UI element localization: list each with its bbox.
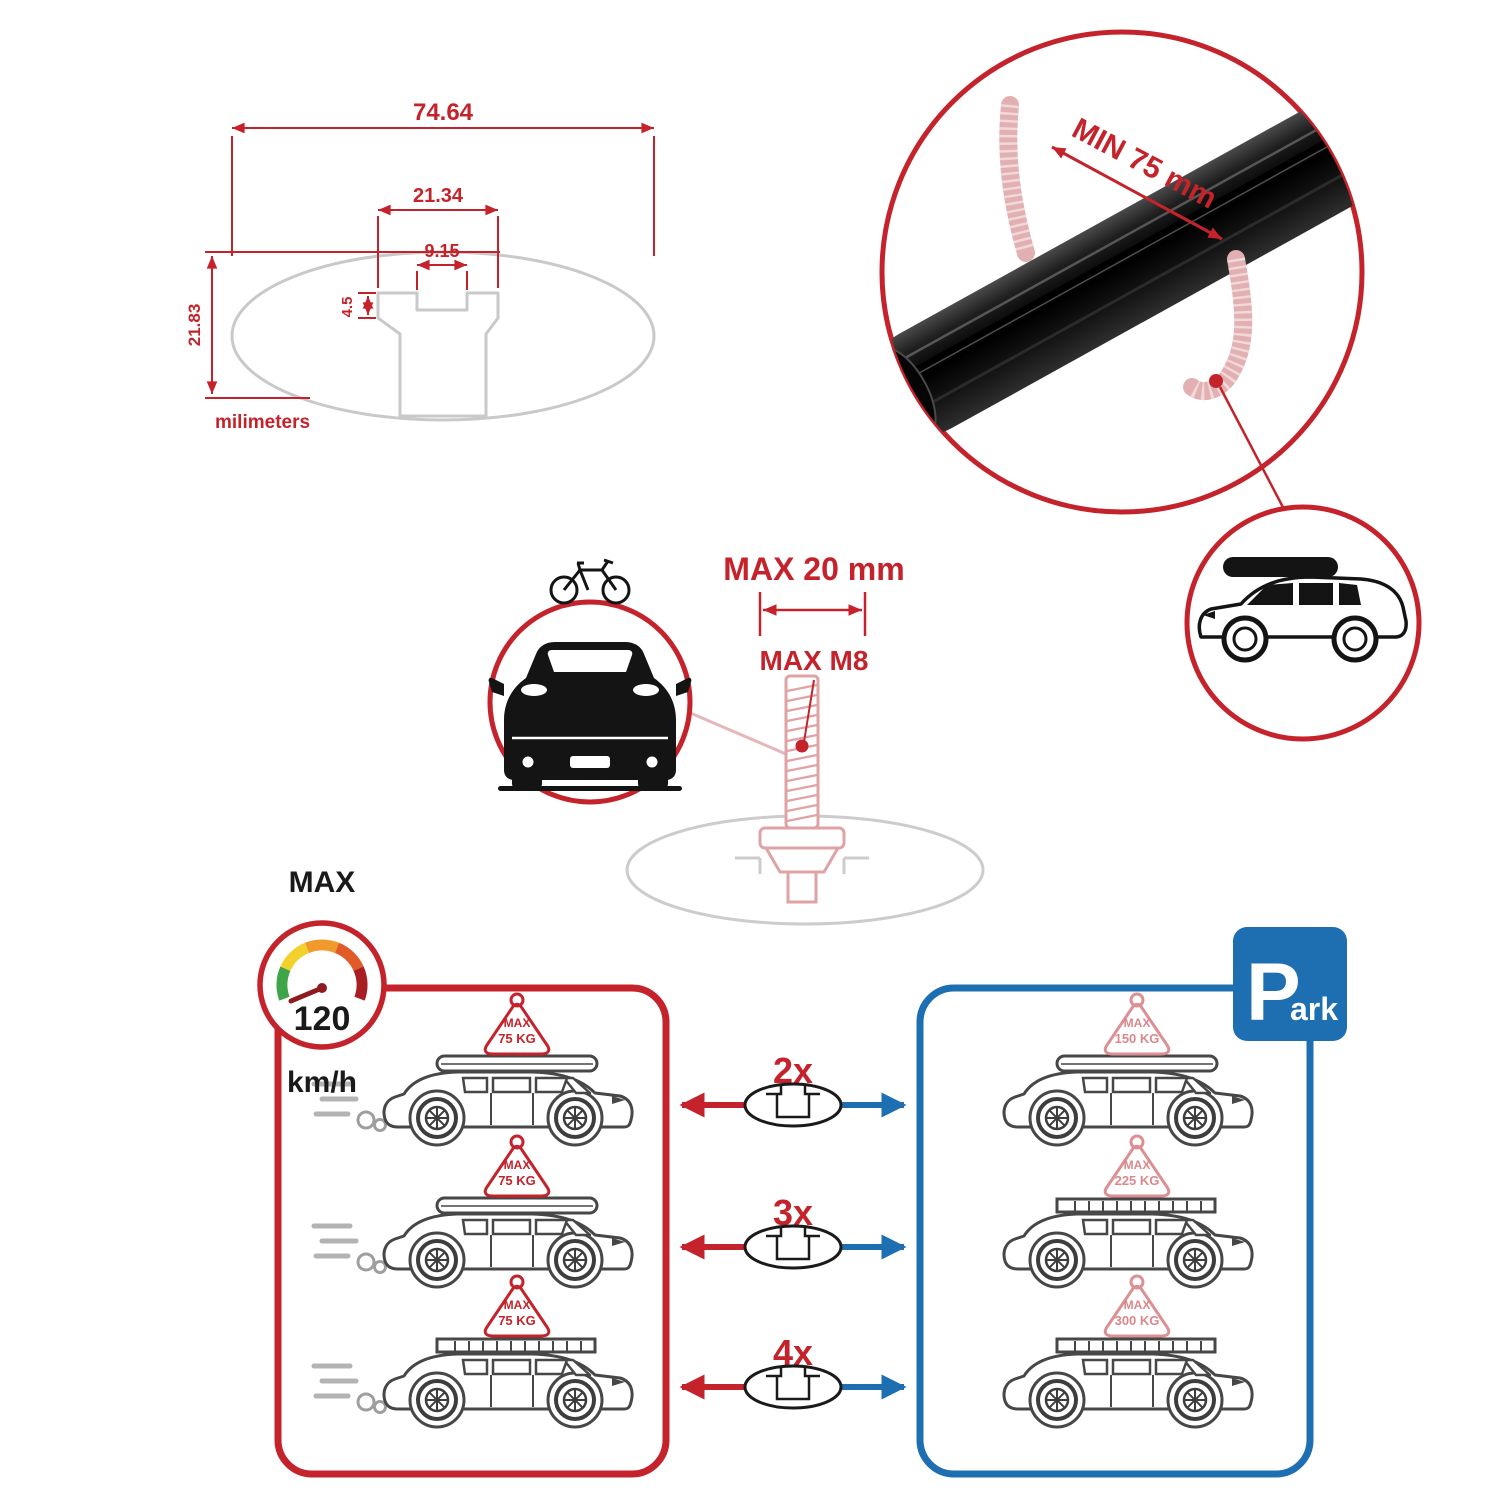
gauge-needle [288,985,325,1004]
ghost-slot-lines [735,856,869,874]
bolt-leader-line [687,710,787,756]
park-sign-ark: ark [1290,991,1338,1027]
left-clamp-strap [999,96,1035,262]
load-tag-max: MAX [504,1158,531,1172]
car-front-icon [488,642,692,791]
profile-dimension-drawing: 74.64 21.34 9.15 4.5 21.83 milimeters [185,99,656,433]
units-label: milimeters [215,412,310,433]
right-clamp-strap [1183,250,1253,401]
callout-dot [1209,374,1223,388]
parking-row-1: MAX 150 KG [1004,992,1252,1145]
park-sign-p: P [1246,947,1301,1038]
load-tag-max: MAX [1124,1016,1151,1030]
dim-total-width [231,122,655,256]
bicycle-icon [549,558,631,605]
dim-slot-depth-label: 4.5 [339,297,356,318]
t-slot-channel-shape [376,291,500,418]
crossbar-profile-icon [743,1364,843,1410]
parking-row-3: MAX 300 KG [1004,1274,1252,1427]
gauge-arc [276,939,368,1001]
load-tag-weight: 75 KG [498,1031,536,1046]
driving-row-1: MAX 75 KG [314,992,632,1145]
crossbar-count-row-1: 2x [679,1050,907,1128]
roof-box [1223,557,1338,577]
crossbar-count-row-3: 4x [679,1332,907,1410]
max-thread-label: MAX M8 [760,645,869,676]
thread-callout-dot [795,739,809,753]
crossbar-profile-icon [743,1082,843,1128]
driving-row-2: MAX 75 KG [314,1134,632,1287]
load-tag-weight: 225 KG [1115,1173,1160,1188]
crossbar-detail-inset: MIN 75 mm [879,29,1422,742]
load-tag-weight: 75 KG [498,1173,536,1188]
callout-leader-line [1218,386,1288,514]
gauge-pivot [317,983,327,993]
load-tag-max: MAX [1124,1298,1151,1312]
load-tag-weight: 75 KG [498,1313,536,1328]
load-tag-weight: 300 KG [1115,1313,1160,1328]
parking-row-2: MAX 225 KG [1004,1134,1252,1287]
suv-with-roofbox-icon [1197,557,1408,663]
max-bolt-width-dim [758,592,867,636]
thread-leader-line [803,679,815,743]
crossbar-profile-icon [743,1224,843,1270]
speed-gauge: MAX 120 km/h [257,866,387,1099]
dim-slot-width [416,259,468,290]
load-tag-max: MAX [1124,1158,1151,1172]
park-sign-plate [1233,927,1347,1041]
min-span-arrow [1051,145,1223,241]
dim-flange-width-label: 21.34 [413,185,464,207]
dim-slot-depth [358,292,376,319]
speed-max-label: MAX [289,866,356,899]
max-bolt-width-label: MAX 20 mm [723,551,904,587]
load-tag-max: MAX [504,1298,531,1312]
crossbar-count-row-2: 3x [679,1192,907,1270]
speed-value: 120 [294,1000,351,1038]
speed-unit: km/h [287,1066,357,1099]
load-tag-max: MAX [504,1016,531,1030]
park-sign: P ark [1233,927,1347,1041]
dim-profile-height-label: 21.83 [185,304,204,347]
dim-total-width-label: 74.64 [413,99,474,126]
driving-row-3: MAX 75 KG [314,1274,632,1427]
bolt-detail-section: MAX 20 mm MAX M8 [487,551,985,926]
load-tag-weight: 150 KG [1115,1031,1160,1046]
dim-profile-height [205,251,500,399]
load-capacity-section: MAX 75 KG MAX 75 KG MAX 75 KG MAX 150 KG [257,866,1347,1478]
